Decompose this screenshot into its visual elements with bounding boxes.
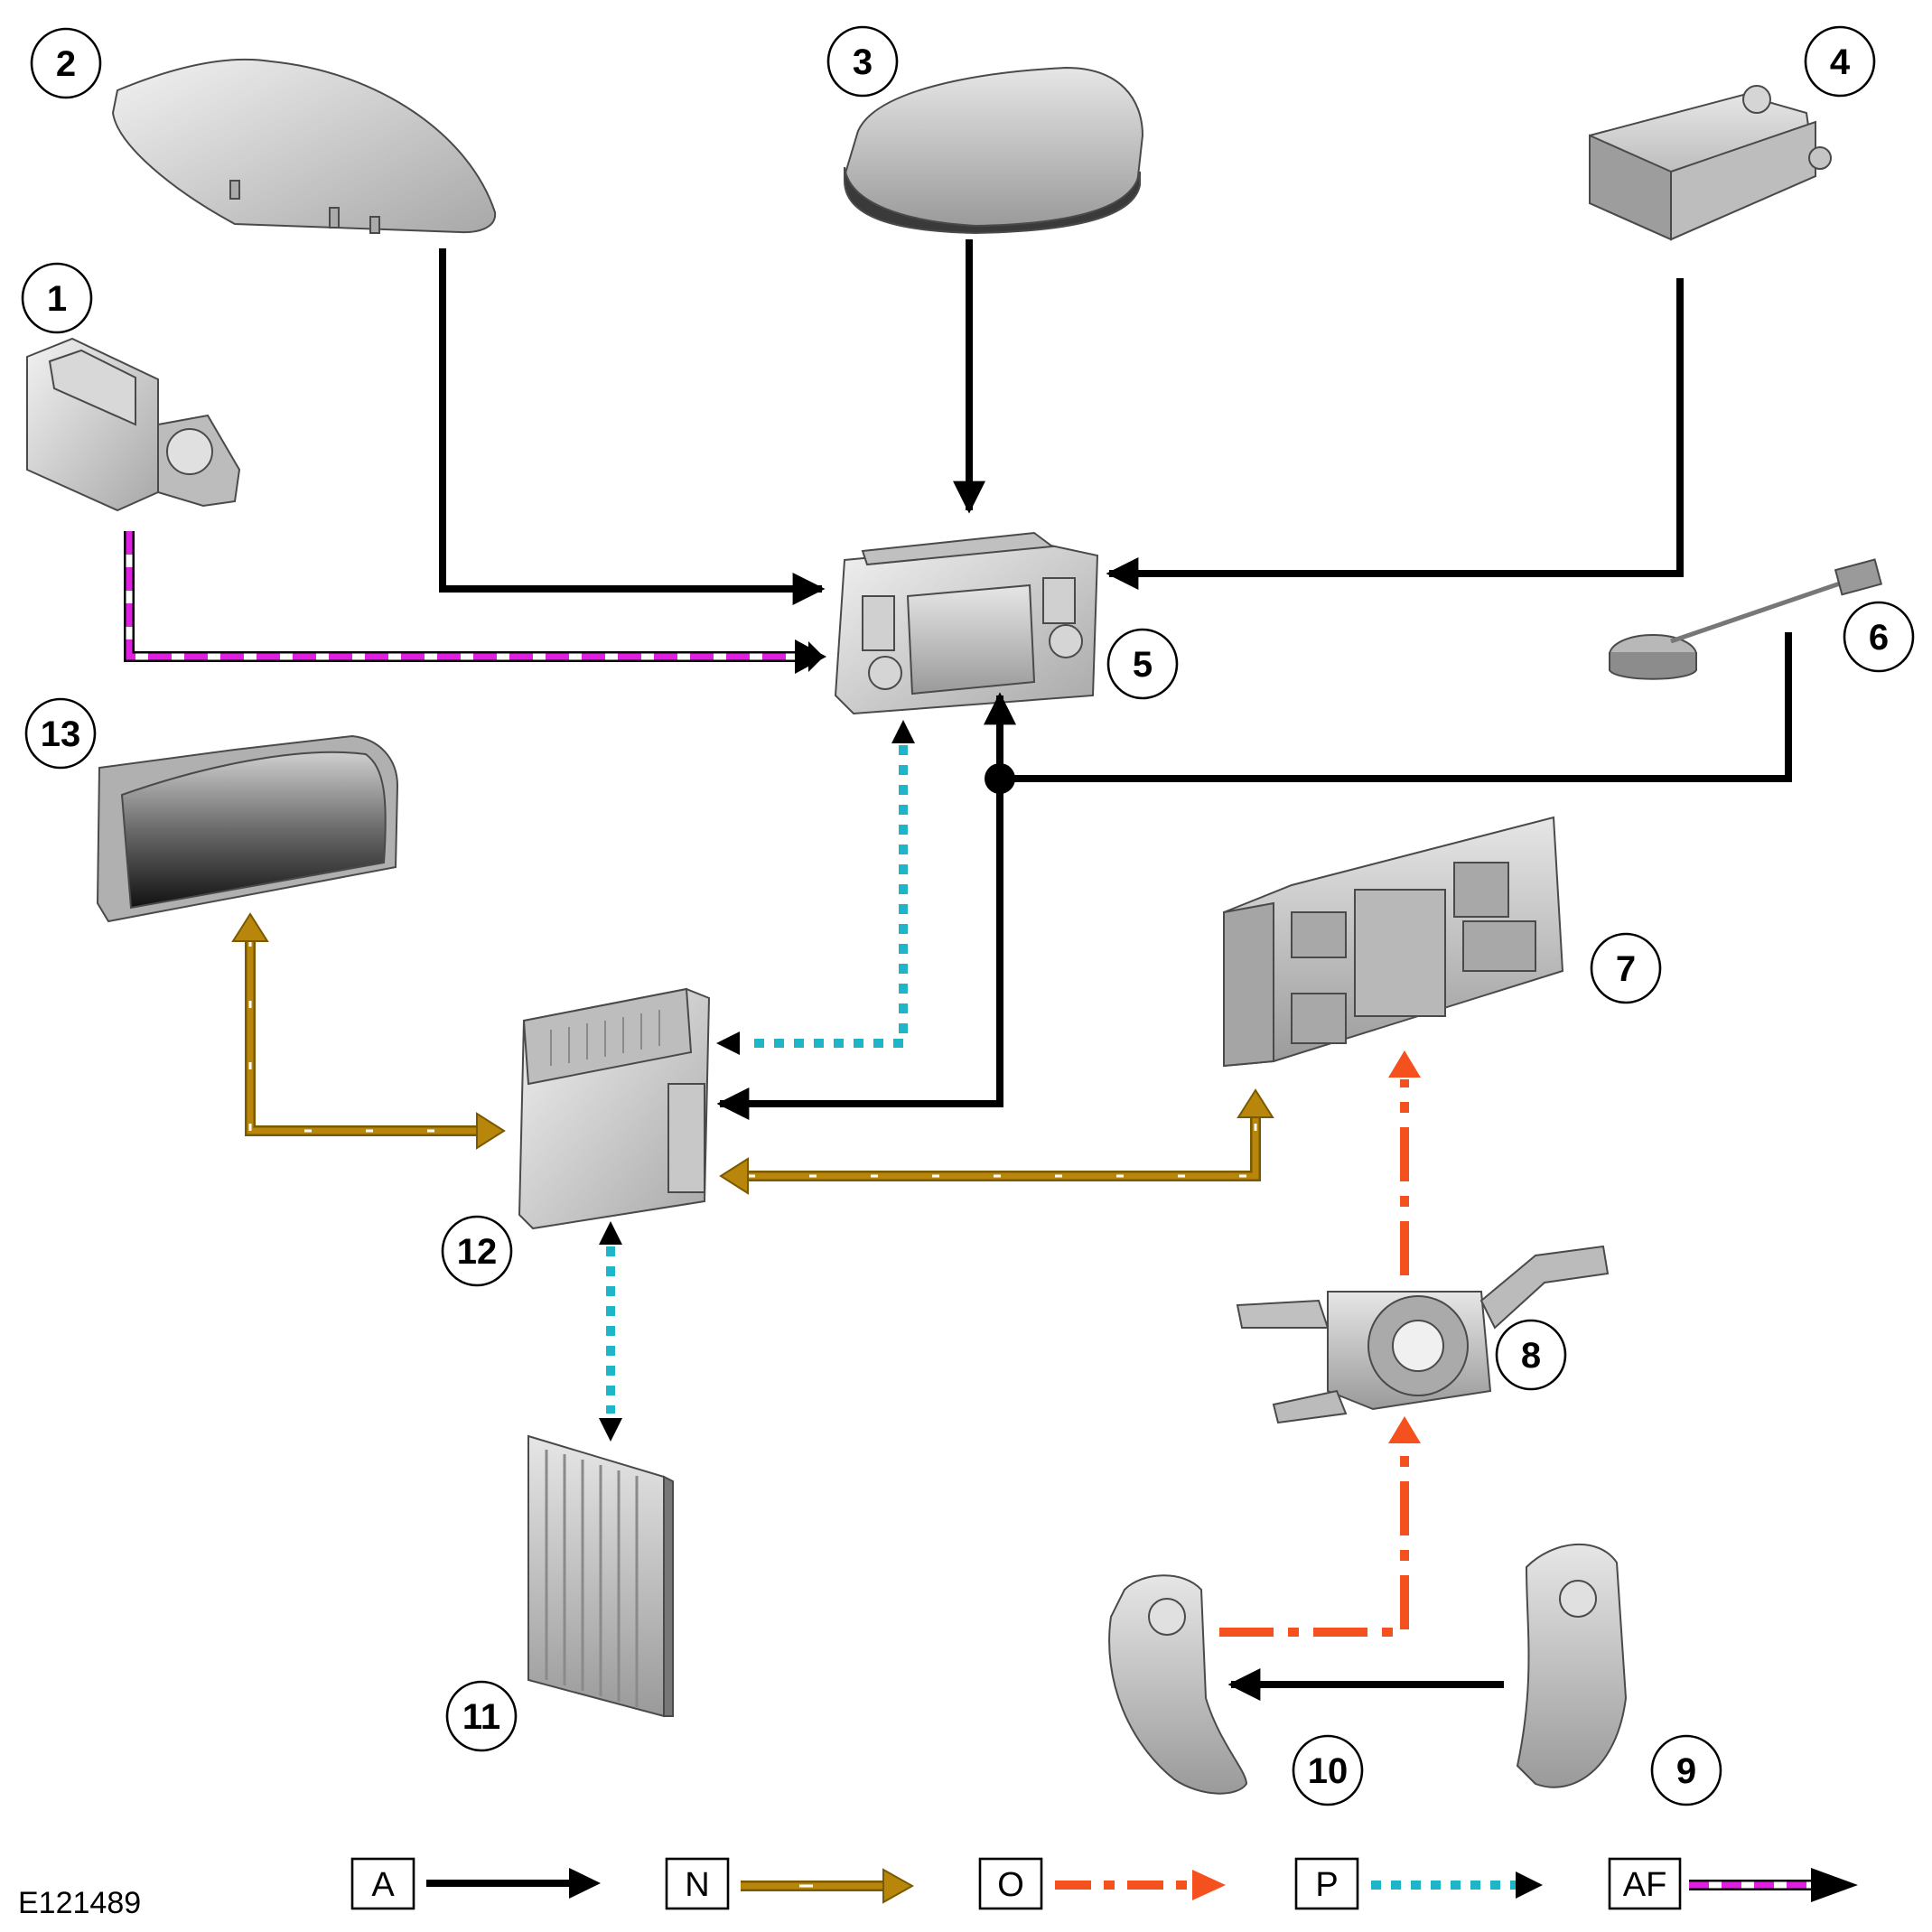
connection-8-to-7-o: [1388, 1050, 1421, 1275]
svg-text:O: O: [997, 1866, 1024, 1904]
component-10-switch-pack: [1108, 1574, 1248, 1795]
component-7-junction-box: [1223, 816, 1564, 1068]
legend-item-p: P: [1294, 1857, 1543, 1910]
callout-5: 5: [1106, 628, 1179, 700]
component-1-switch: [26, 337, 241, 512]
svg-text:10: 10: [1308, 1751, 1349, 1791]
svg-text:4: 4: [1830, 42, 1851, 82]
component-3-module: [843, 66, 1144, 235]
callout-13: 13: [24, 697, 97, 770]
component-11-amplifier: [527, 1434, 674, 1718]
callout-8: 8: [1495, 1319, 1567, 1391]
svg-text:9: 9: [1676, 1751, 1696, 1791]
connection-12-11-data: [599, 1221, 622, 1442]
legend-item-af: AF: [1608, 1857, 1858, 1910]
svg-text:AF: AF: [1623, 1866, 1667, 1904]
connection-13-12-n: [231, 912, 506, 1150]
figure-id: E121489: [18, 1886, 141, 1920]
legend-item-a: A: [350, 1857, 601, 1910]
svg-text:2: 2: [56, 44, 76, 84]
connection-10-to-8-o: [1219, 1416, 1421, 1637]
component-6-sensor: [1609, 558, 1883, 680]
junction-dot: [985, 763, 1015, 794]
component-8-column-switch: [1236, 1245, 1610, 1424]
callout-3: 3: [826, 25, 899, 98]
callout-7: 7: [1590, 932, 1662, 1004]
legend-item-o: O: [978, 1857, 1226, 1910]
svg-text:6: 6: [1869, 618, 1889, 658]
svg-text:1: 1: [47, 279, 67, 319]
callout-1: 1: [21, 262, 93, 334]
svg-text:N: N: [685, 1866, 709, 1904]
svg-text:13: 13: [41, 714, 81, 754]
callout-2: 2: [30, 27, 102, 99]
svg-text:11: 11: [462, 1697, 500, 1737]
callout-12: 12: [441, 1215, 513, 1287]
svg-text:12: 12: [457, 1232, 498, 1272]
legend-item-n: N: [665, 1857, 915, 1910]
component-12-module: [518, 987, 711, 1230]
connection-12-7-n: [719, 1088, 1274, 1195]
svg-text:7: 7: [1616, 949, 1636, 989]
callout-11: 11: [445, 1680, 518, 1752]
component-4-module: [1589, 85, 1832, 241]
callout-9: 9: [1650, 1734, 1722, 1806]
connection-2-to-5: [439, 248, 826, 605]
component-13-instrument-cluster: [96, 734, 399, 923]
svg-text:A: A: [371, 1866, 395, 1904]
connection-1-to-5: [124, 531, 826, 674]
connection-6-to-5-and-12: [716, 632, 1792, 1120]
component-9-switch-pack: [1516, 1544, 1628, 1788]
svg-text:5: 5: [1133, 645, 1153, 685]
component-5-head-unit: [834, 531, 1099, 715]
svg-text:3: 3: [853, 42, 873, 82]
connection-5-12-data: [716, 720, 915, 1055]
callout-6: 6: [1843, 601, 1915, 673]
callout-4: 4: [1804, 25, 1876, 98]
legend: A N O P AF: [350, 1857, 1858, 1910]
svg-text:P: P: [1315, 1866, 1338, 1904]
component-2-antenna: [111, 58, 497, 234]
connection-4-to-5: [1106, 278, 1684, 590]
callout-10: 10: [1292, 1734, 1364, 1806]
svg-text:8: 8: [1521, 1336, 1541, 1376]
